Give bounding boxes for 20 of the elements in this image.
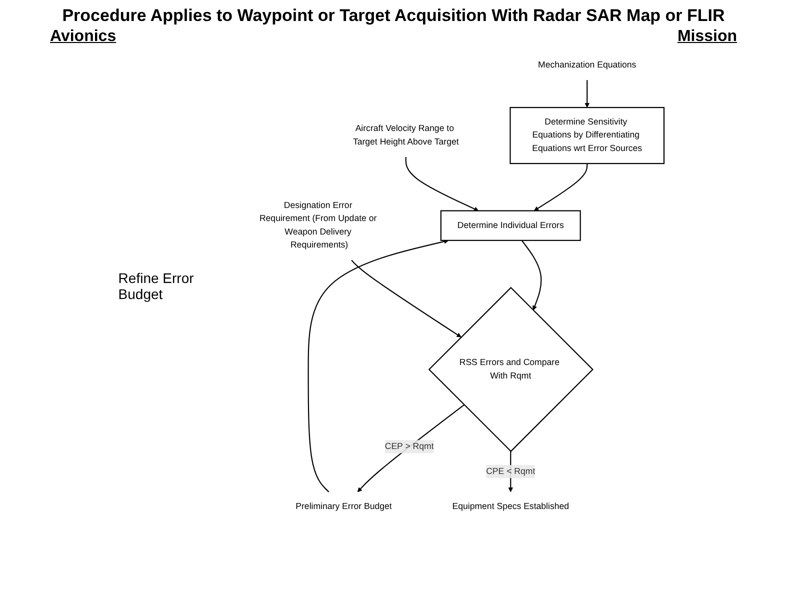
node-text: Designation Error Requirement (From Update or Weapon Delivery Requirements)	[260, 200, 377, 250]
edge-label: CPE < Rqmt	[486, 466, 536, 476]
node-text: Aircraft Velocity Range to Target Height Above Target	[353, 124, 460, 147]
node-box: Determine Individual Errors	[440, 210, 582, 241]
diagram-title: Procedure Applies to Waypoint or Target Acquisition With Radar SAR Map or FLIR	[61, 6, 726, 26]
column-heading: Mission	[677, 28, 737, 46]
arrow	[534, 164, 588, 211]
arrow	[522, 240, 542, 310]
node-text: Mechanization Equations	[538, 60, 636, 70]
edge-label: CEP > Rqmt	[385, 442, 434, 452]
arrow	[308, 239, 450, 492]
arrow	[358, 404, 465, 492]
node-text: Equipment Specs Established	[452, 502, 570, 512]
arrow	[351, 260, 462, 338]
column-heading: Avionics	[50, 28, 116, 46]
arrow	[585, 80, 590, 108]
node-box: Determine Sensitivity Equations by Differentiating Equations wrt Error Sources	[510, 106, 665, 164]
node-text: Preliminary Error Budget	[296, 502, 392, 512]
arrow	[406, 156, 479, 212]
note-text: Refine Error Budget	[118, 270, 195, 302]
